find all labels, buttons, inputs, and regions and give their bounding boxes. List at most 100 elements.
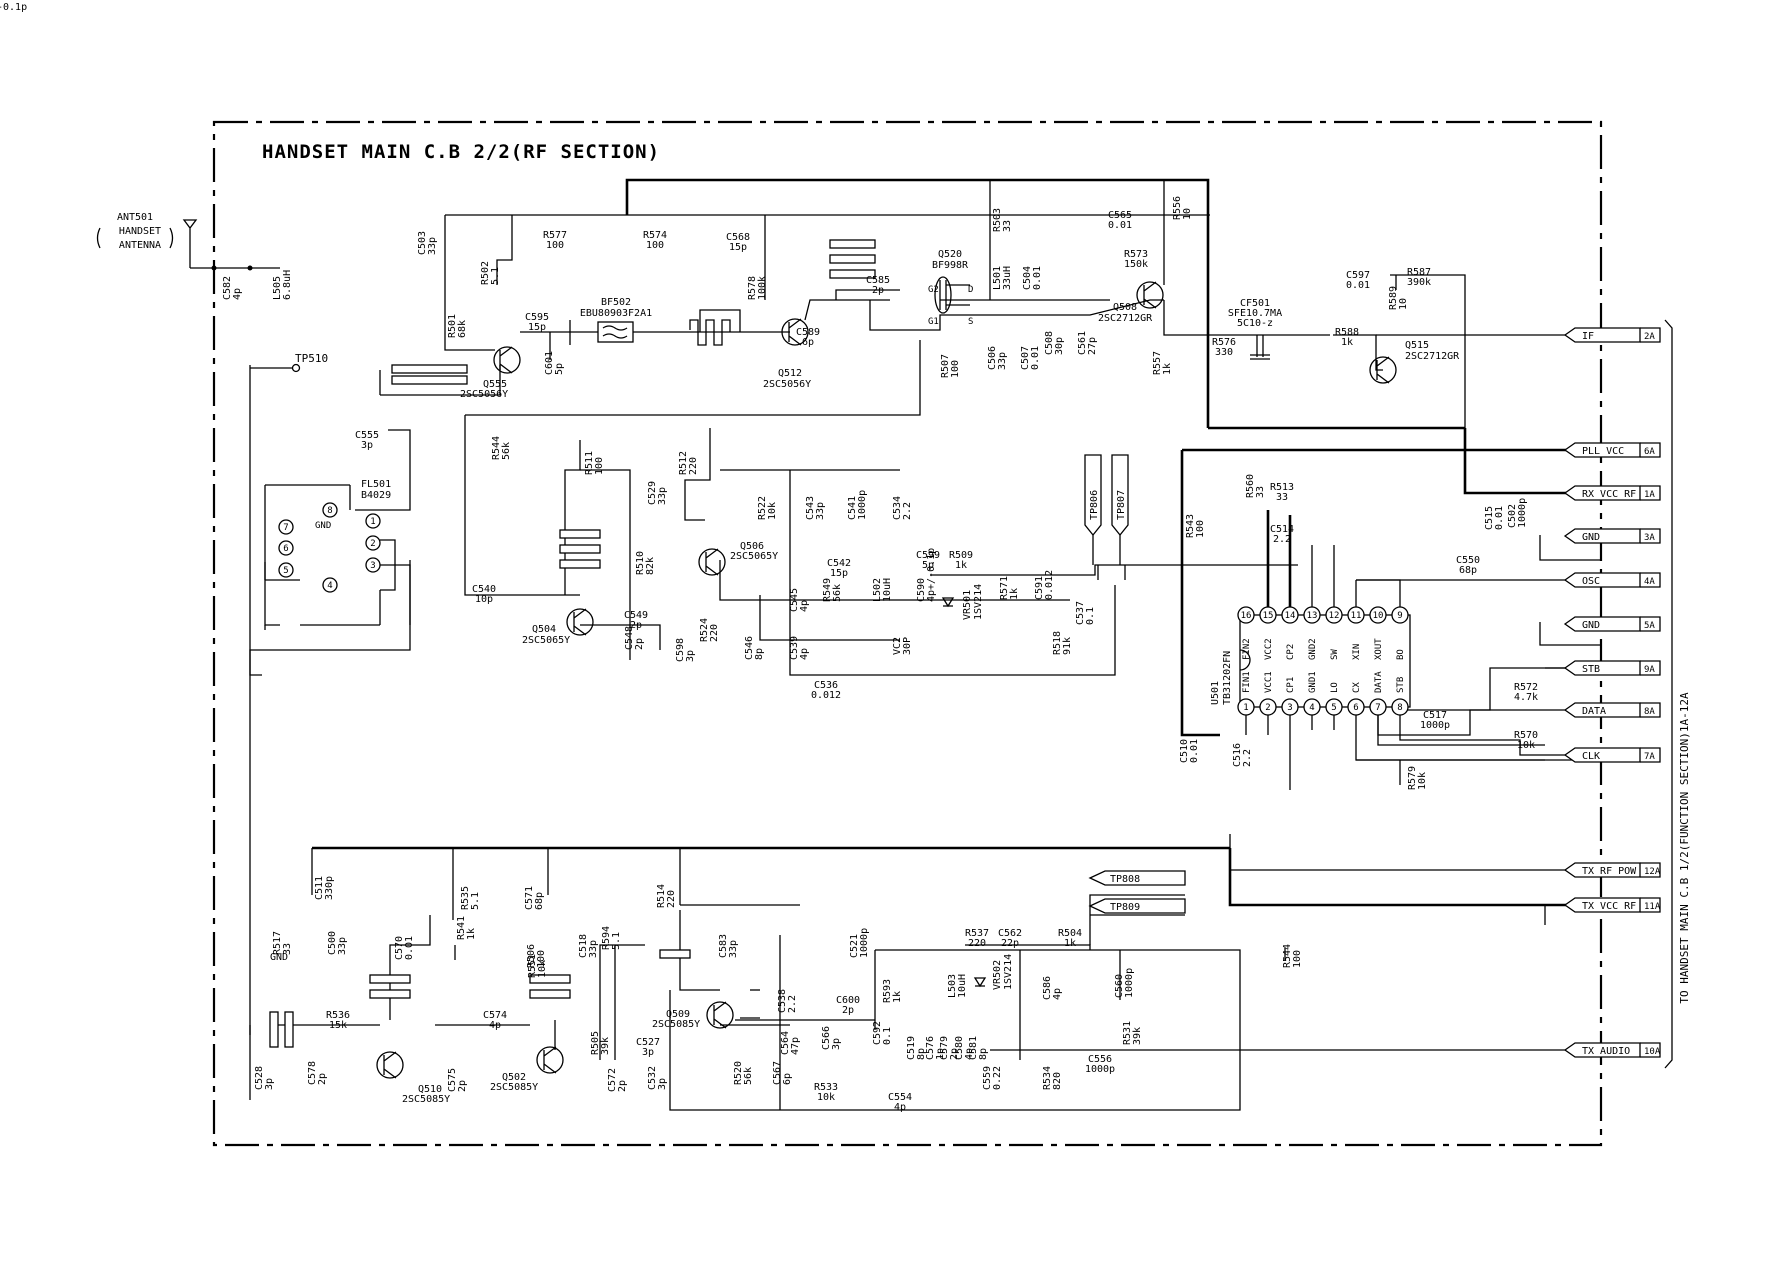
component-value: 4p xyxy=(799,648,810,660)
component-value: 0.01 xyxy=(1189,739,1200,763)
component-value: 0.22 xyxy=(992,1066,1003,1090)
component-value: 10k xyxy=(1417,772,1428,790)
tp806: TP806 xyxy=(1084,454,1102,565)
svg-text:6: 6 xyxy=(283,544,288,554)
component-ref: R576 xyxy=(1212,337,1236,348)
component-ref: C570 xyxy=(394,936,405,960)
component-value: 33p xyxy=(588,940,599,958)
component-ref: C540 xyxy=(472,584,496,595)
connector-label: PLL VCC xyxy=(1582,446,1624,457)
cf501-filter: CF501 SFE10.7MA 5C10-z xyxy=(1228,298,1282,360)
component-value: 150k xyxy=(1124,259,1148,270)
component-value: 10k xyxy=(537,960,548,978)
component-ref: C589 xyxy=(796,327,820,338)
component-ref: R557 xyxy=(1152,351,1163,375)
ic-pin-num: 8 xyxy=(1397,703,1402,713)
component-ref: C506 xyxy=(987,346,998,370)
component-value: 100 xyxy=(536,950,547,968)
svg-text:VR501: VR501 xyxy=(962,590,973,620)
component-value: 15k xyxy=(329,1020,347,1031)
connector-label: GND xyxy=(1582,532,1600,543)
connector-pin: 12A xyxy=(1644,867,1661,877)
component-ref: C521 xyxy=(849,934,860,958)
meander-line-1 xyxy=(689,319,731,346)
component-ref: C578 xyxy=(307,1061,318,1085)
tp807: TP807 xyxy=(1111,454,1129,565)
component-value: 0.01 xyxy=(1032,266,1043,290)
component-value: 1000p xyxy=(857,490,868,520)
component-ref: L502 xyxy=(872,578,883,602)
bf502-filter: BF502 EBU80903F2A1 xyxy=(580,297,652,343)
stripline-2 xyxy=(391,375,468,385)
component-ref: C515 xyxy=(1484,506,1495,530)
component-ref: R504 xyxy=(1058,928,1082,939)
component-value: 91k xyxy=(1062,637,1073,655)
component-value: 10k xyxy=(767,502,778,520)
stripline-14 xyxy=(284,1011,294,1048)
svg-text:Q520: Q520 xyxy=(938,249,962,260)
component-ref: C571 xyxy=(524,886,535,910)
svg-text:BF502: BF502 xyxy=(601,297,631,308)
component-ref: R544 xyxy=(1282,944,1293,968)
filter-gnd: GND xyxy=(315,521,331,531)
component-ref: C585 xyxy=(866,275,890,286)
component-ref: L505 xyxy=(272,276,283,300)
svg-text:Q508: Q508 xyxy=(1113,302,1137,313)
connector-pin: 7A xyxy=(1644,752,1655,762)
q509-transistor: Q509 2SC5085Y xyxy=(652,1001,734,1030)
component-value: 8p xyxy=(754,648,765,660)
component-value: 33p xyxy=(657,487,668,505)
component-ref: C568 xyxy=(726,232,750,243)
component-value: 33p xyxy=(728,940,739,958)
component-value: 3p xyxy=(361,440,373,451)
component-value: 33p xyxy=(427,237,438,255)
component-value: 1k xyxy=(955,560,967,571)
component-value: 220 xyxy=(666,890,677,908)
component-value: 33 xyxy=(1255,486,1266,498)
component-value: 10uH xyxy=(882,578,893,602)
component-value: 15p xyxy=(830,568,848,579)
svg-text:SFE10.7MA: SFE10.7MA xyxy=(1228,308,1282,319)
component-value: 8p xyxy=(916,1048,927,1060)
ic-pin-num: 6 xyxy=(1353,703,1358,713)
svg-text:TB31202FN: TB31202FN xyxy=(1222,651,1233,705)
component-value: 820 xyxy=(1052,1072,1063,1090)
component-ref: R593 xyxy=(882,979,893,1003)
component-value: 3p xyxy=(642,1047,654,1058)
component-value: 15p xyxy=(528,322,546,333)
svg-text:VR502: VR502 xyxy=(992,960,1003,990)
component-value: 1000p xyxy=(1420,720,1450,731)
ic-pin-num: 10 xyxy=(1373,611,1384,621)
component-value: 10 xyxy=(1398,298,1409,310)
component-value: 1000p xyxy=(859,928,870,958)
component-ref: C590 xyxy=(916,578,927,602)
component-value: 1k xyxy=(1162,363,1173,375)
component-value: 4p xyxy=(894,1102,906,1113)
q510-transistor: Q510 2SC5085Y xyxy=(376,1051,450,1105)
